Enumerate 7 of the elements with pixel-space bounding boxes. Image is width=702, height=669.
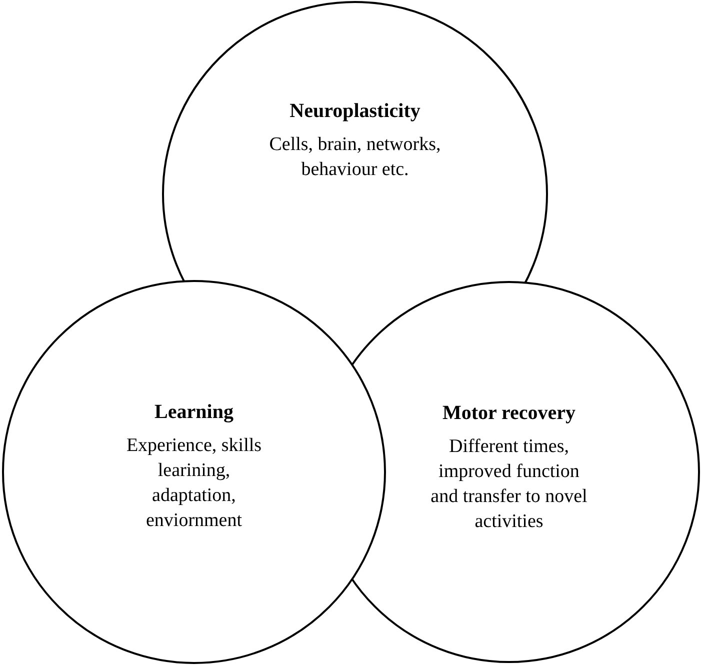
circle-node bbox=[2, 280, 386, 664]
circle-description: Cells, brain, networks, behaviour etc. bbox=[268, 133, 442, 182]
circle-description: Experience, skills learining, adaptation, enviornment bbox=[125, 434, 263, 533]
circle-title: Learning bbox=[154, 400, 234, 425]
circle-title: Motor recovery bbox=[442, 401, 576, 426]
circle-description: Different times, improved function and transfer to novel activities bbox=[430, 435, 588, 534]
circle-title: Neuroplasticity bbox=[290, 99, 420, 124]
